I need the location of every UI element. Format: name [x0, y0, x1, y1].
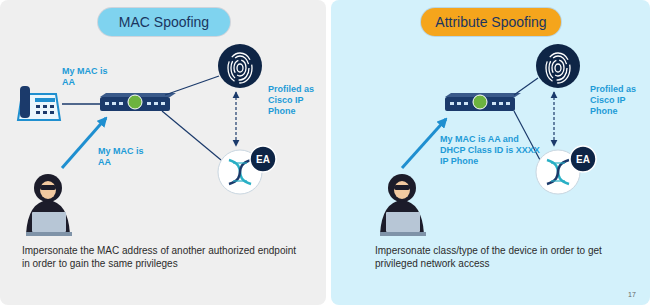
- fingerprint-icon: [218, 44, 262, 88]
- label-slot: Profiled as Cisco IP Phone: [590, 84, 644, 116]
- switch-port: [457, 102, 461, 105]
- switch-port: [119, 102, 123, 105]
- label-slot: My MAC is AA and DHCP Class ID is XXXX I…: [440, 134, 540, 166]
- hacker-figure: [26, 174, 72, 236]
- annotation-label: Profiled as Cisco IP Phone: [268, 84, 322, 116]
- caption-text: Impersonate class/type of the device in …: [375, 244, 625, 270]
- hacker-figure: [380, 174, 426, 236]
- annotation-label: My MAC is AA and DHCP Class ID is XXXX I…: [440, 134, 540, 166]
- laptop-lid: [32, 212, 66, 232]
- dna-strand: [547, 160, 569, 184]
- laptop-lid: [386, 212, 420, 232]
- fingerprint-ridge: [552, 60, 564, 76]
- dna-strand: [229, 160, 251, 184]
- panel-ground: [331, 0, 650, 305]
- wire: [514, 78, 538, 95]
- pill-title: MAC Spoofing: [119, 14, 209, 30]
- dashed-exchange-arrow: [553, 92, 554, 146]
- fingerprint-ridge: [231, 56, 249, 80]
- dna-rung: [551, 162, 565, 163]
- switch-port: [499, 102, 503, 105]
- phone-key: [50, 111, 54, 114]
- laptop-base: [380, 232, 426, 236]
- switch-port: [464, 102, 468, 105]
- switch-badge: [128, 95, 142, 109]
- fingerprint-ridge: [549, 56, 567, 80]
- ip-phone-icon: [18, 86, 60, 120]
- hacker-mask: [394, 185, 410, 190]
- label-slot: Profiled as Cisco IP Phone: [268, 84, 322, 116]
- switch-badge: [473, 95, 487, 109]
- label-slot: My MAC is AA: [62, 66, 114, 88]
- switch-icon: [100, 93, 176, 111]
- badge-disc: [250, 146, 276, 172]
- laptop-base: [26, 232, 72, 236]
- switch-port: [506, 102, 510, 105]
- panel-ground: [0, 0, 326, 305]
- annotation-label: My MAC is AA: [98, 146, 150, 168]
- switch-icon: [445, 93, 521, 111]
- wire: [165, 76, 219, 95]
- ea-badge: EA: [250, 146, 276, 172]
- dna-rung: [233, 180, 247, 181]
- dna-strand: [547, 160, 569, 184]
- scenario-panel: Impersonate the MAC address of another a…: [0, 0, 326, 305]
- attack-arrow: [402, 119, 446, 168]
- fingerprint-disc: [218, 44, 262, 88]
- switch-port: [161, 102, 165, 105]
- badge-disc: [570, 146, 596, 172]
- phone-key: [36, 111, 40, 114]
- fingerprint-disc: [536, 44, 580, 88]
- hacker-hood: [34, 174, 62, 202]
- hacker-face: [394, 181, 410, 199]
- caption-text: Impersonate the MAC address of another a…: [22, 244, 306, 270]
- hacker-mask: [40, 185, 56, 190]
- dashed-exchange-arrow: [235, 92, 236, 146]
- wire: [162, 111, 221, 160]
- hacker-body: [380, 200, 424, 234]
- hacker-hood: [388, 174, 416, 202]
- title-pill: MAC Spoofing: [98, 8, 230, 36]
- phone-key: [36, 105, 40, 108]
- wire: [62, 103, 100, 105]
- fingerprint-ridge: [555, 64, 561, 72]
- page-number: 17: [628, 291, 644, 299]
- switch-port: [154, 102, 158, 105]
- annotation-label: My MAC is AA: [62, 66, 114, 88]
- title-pill: Attribute Spoofing: [421, 8, 561, 36]
- dna-strand: [229, 160, 251, 184]
- badge-text: EA: [576, 154, 590, 165]
- label-slot: 17: [628, 291, 644, 299]
- badge-text: EA: [256, 154, 270, 165]
- hacker-body: [26, 200, 70, 234]
- phone-screen: [35, 98, 55, 102]
- switch-port: [105, 102, 109, 105]
- ea-badge: EA: [570, 146, 596, 172]
- annotation-label: Profiled as Cisco IP Phone: [590, 84, 644, 116]
- phone-key: [43, 105, 47, 108]
- dna-rung: [551, 180, 565, 181]
- fingerprint-ridge: [228, 53, 252, 83]
- switch-port: [147, 102, 151, 105]
- dna-rung: [233, 162, 247, 163]
- switch-port: [492, 102, 496, 105]
- pill-title: Attribute Spoofing: [435, 14, 546, 30]
- fingerprint-ridge: [546, 53, 570, 83]
- label-slot: My MAC is AA: [98, 146, 150, 168]
- fingerprint-ridge: [237, 64, 243, 72]
- hacker-face: [40, 181, 56, 199]
- fingerprint-icon: [536, 44, 580, 88]
- fingerprint-ridge: [234, 60, 246, 76]
- phone-key: [43, 111, 47, 114]
- phone-key: [50, 105, 54, 108]
- switch-port: [450, 102, 454, 105]
- switch-port: [112, 102, 116, 105]
- phone-handset: [20, 86, 30, 118]
